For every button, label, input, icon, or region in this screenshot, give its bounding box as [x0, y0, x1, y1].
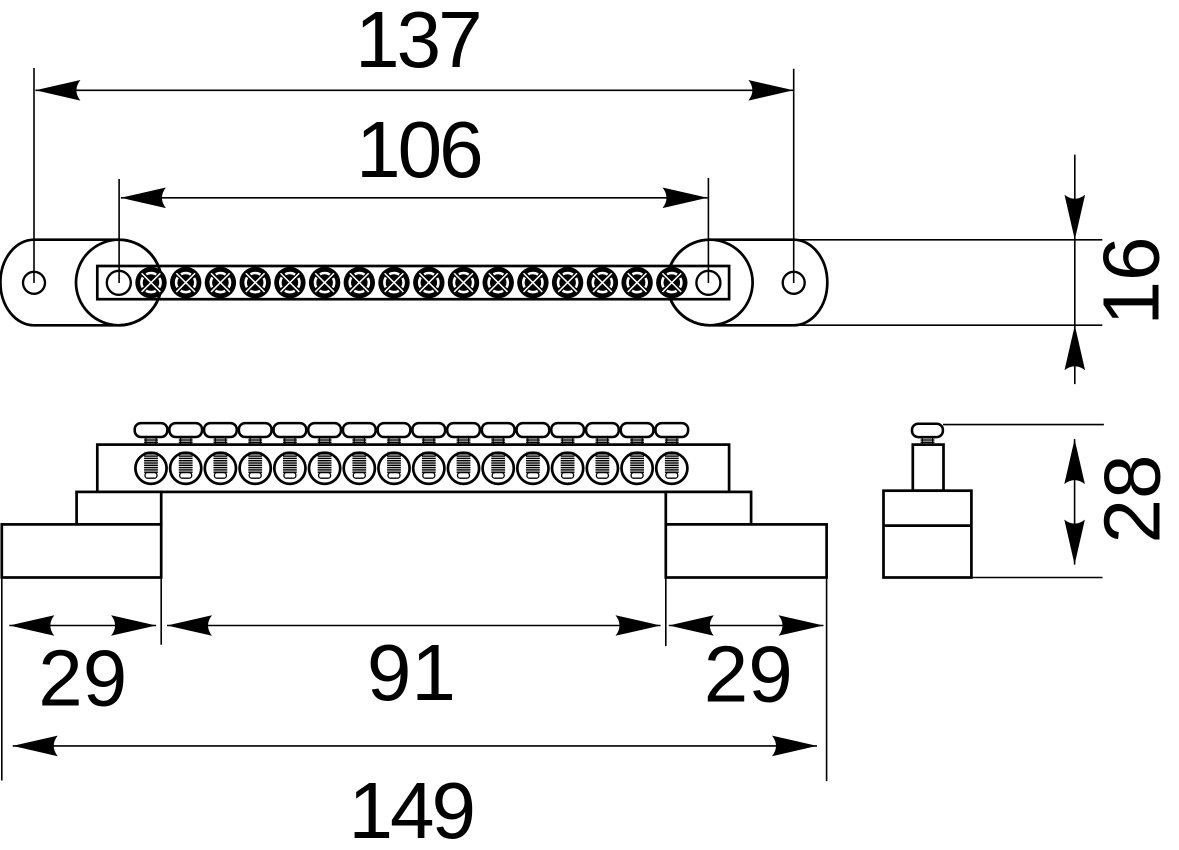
svg-text:149: 149 — [349, 766, 473, 850]
svg-text:29: 29 — [38, 634, 127, 723]
svg-text:28: 28 — [1088, 455, 1177, 544]
svg-text:137: 137 — [355, 0, 479, 84]
svg-text:91: 91 — [367, 628, 456, 717]
svg-text:29: 29 — [704, 630, 793, 719]
svg-text:16: 16 — [1087, 237, 1176, 326]
svg-text:106: 106 — [356, 105, 480, 194]
